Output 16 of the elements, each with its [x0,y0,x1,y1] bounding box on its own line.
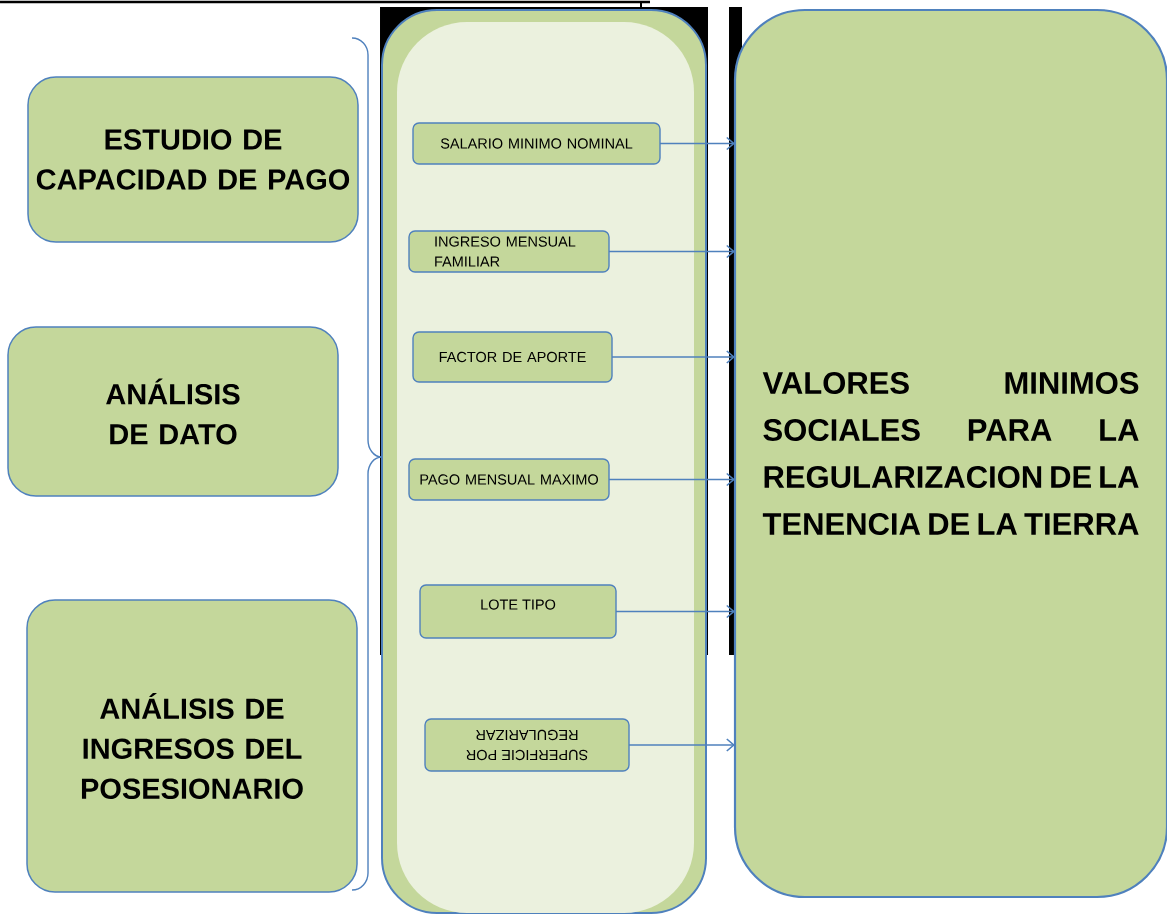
data-box: SALARIO MINIMO NOMINAL [412,122,661,165]
arrow [608,472,735,487]
result-box: VALORES MINIMOS SOCIALES PARA LA REGULARIZACION DE LA TENENCIA DE LA TIERRA [733,8,1167,899]
data-box: SUPERFICIE POR REGULARIZAR [424,718,630,772]
process-box: ANÁLISIS DE INGRESOS DEL POSESIONARIO [26,599,358,893]
arrow [659,136,735,151]
data-box: PAGO MENSUAL MAXIMO [408,458,610,501]
process-box: ESTUDIO DE CAPACIDAD DE PAGO [27,76,359,243]
data-box: FACTOR DE APORTE [412,331,613,383]
arrow [611,350,735,364]
arrow [615,604,735,619]
data-box: INGRESO MENSUAL FAMILIAR [408,230,610,273]
process-box: ANÁLISIS DE DATO [7,326,339,497]
arrow [608,244,735,259]
data-box: LOTE TIPO [419,584,617,639]
arrow [628,738,735,752]
